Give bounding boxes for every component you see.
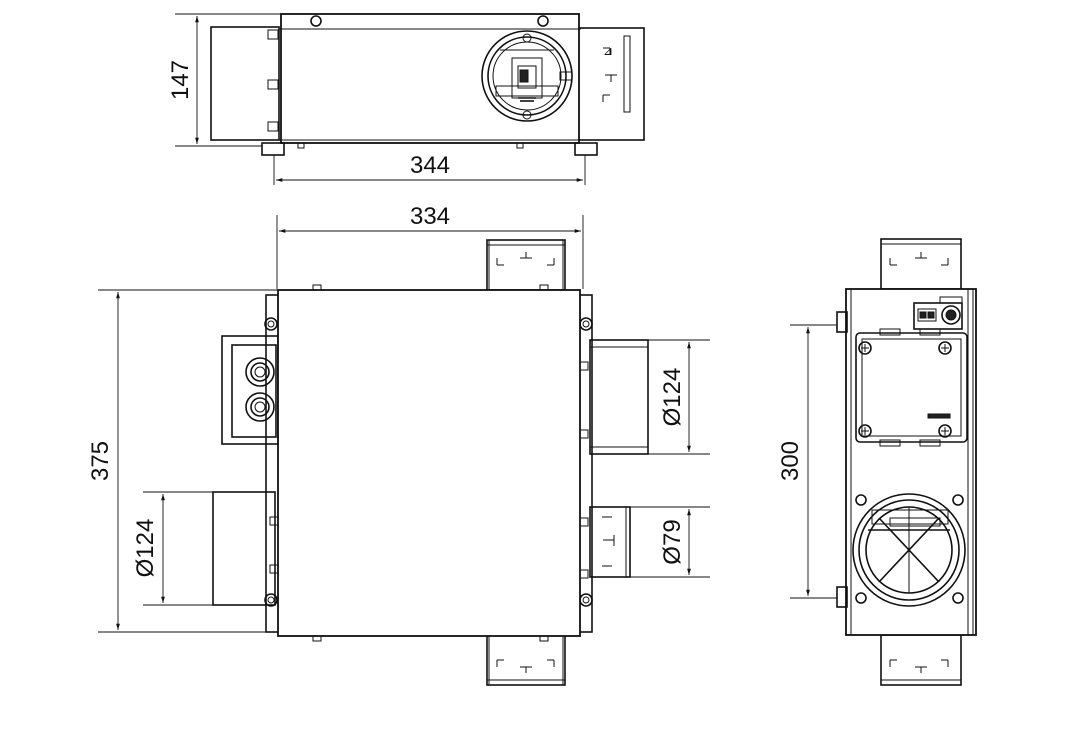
side-view: 300: [777, 238, 977, 686]
side-fan-grille: [852, 493, 966, 607]
dim-front-left-duct: Ø124: [132, 519, 159, 578]
front-right-duct-large: [589, 339, 649, 455]
svg-text:⊿: ⊿: [603, 44, 613, 58]
top-left-duct: [210, 26, 280, 141]
dim-front-height: 375: [87, 441, 114, 481]
dim-top-width: 344: [410, 152, 450, 179]
dim-front-width: 334: [410, 203, 450, 230]
top-fan-vent: [481, 30, 573, 122]
dim-front-right-duct-small: Ø79: [659, 519, 686, 564]
dim-front-right-duct-large: Ø124: [659, 368, 686, 427]
side-body: [845, 288, 977, 636]
side-junction-box: [855, 328, 968, 447]
front-left-duct: [212, 491, 276, 606]
front-junction-box: [221, 335, 279, 445]
top-body: [280, 13, 580, 144]
side-terminal-block: [913, 296, 963, 330]
dim-top-height: 147: [167, 60, 194, 100]
front-body: [277, 289, 581, 637]
front-right-duct-small: [589, 506, 631, 578]
front-view: 334: [87, 203, 710, 686]
dim-side-height: 300: [777, 441, 804, 481]
side-top-duct: [880, 238, 962, 290]
top-view: ⊿ 147 344: [167, 13, 645, 185]
